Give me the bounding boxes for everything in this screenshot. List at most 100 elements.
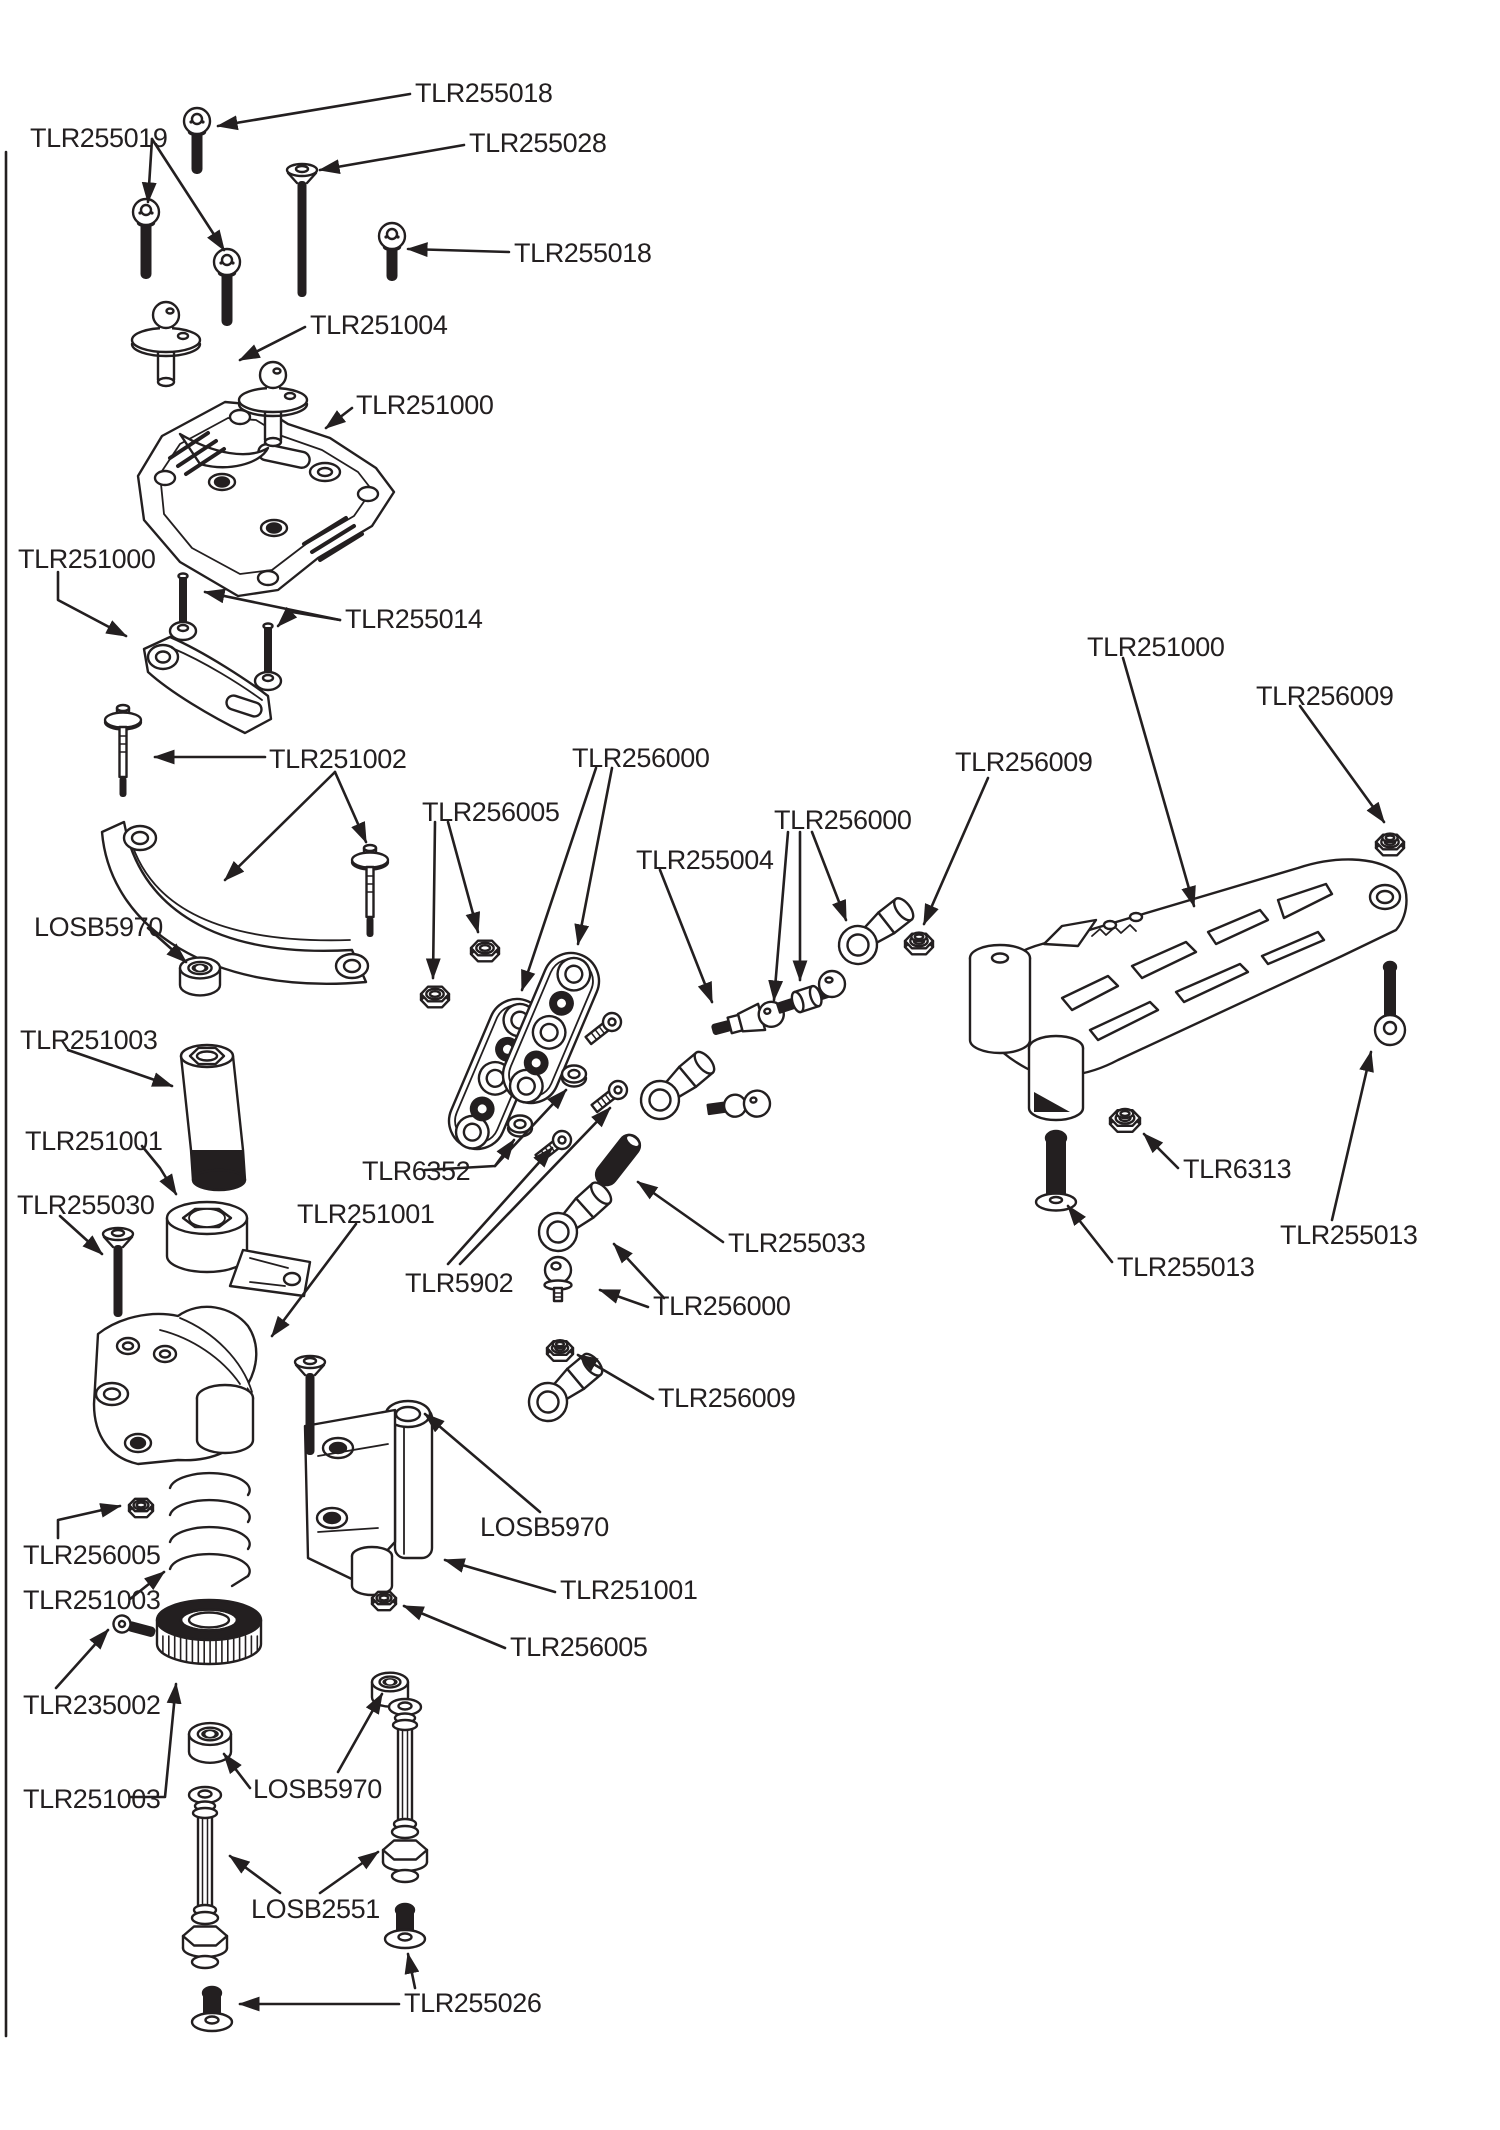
leader-arrow	[612, 1242, 666, 1300]
leader-arrow	[128, 1682, 182, 1799]
lock-nut-drawing	[1108, 1107, 1142, 1134]
part-label: LOSB5970	[34, 912, 163, 942]
button-head-screw-drawing	[377, 221, 407, 281]
part-label: TLR256005	[510, 1632, 648, 1662]
flat-head-screw-drawing	[293, 1354, 327, 1455]
spring-pin-drawing	[594, 1133, 642, 1187]
steering-post-bracket-drawing	[303, 1399, 434, 1597]
button-screw-small-drawing	[534, 1129, 573, 1164]
button-head-screw-drawing	[182, 106, 212, 174]
lock-nut-drawing	[1374, 832, 1406, 857]
leader-arrow	[270, 1222, 358, 1338]
leader-arrow	[576, 1353, 655, 1401]
leader-arrow	[574, 766, 614, 946]
part-label: TLR251000	[1087, 632, 1225, 662]
steering-post-ball-drawing	[130, 300, 202, 388]
leader-arrow	[216, 92, 412, 131]
leader-arrow	[493, 1088, 568, 1168]
button-head-screw-drawing	[212, 247, 242, 326]
washer-head-screw-drawing	[103, 703, 143, 797]
part-label: TLR251001	[25, 1126, 163, 1156]
part-label: TLR251001	[560, 1575, 698, 1605]
lock-nut-drawing	[903, 931, 935, 956]
part-label: TLR256009	[658, 1383, 796, 1413]
leader-arrow	[276, 606, 342, 628]
steering-post-drawing	[179, 1043, 247, 1192]
part-label: TLR255033	[728, 1228, 866, 1258]
rod-end-drawing	[639, 1050, 716, 1121]
leader-arrow	[56, 570, 128, 638]
part-label: TLR256009	[955, 747, 1093, 777]
servo-saver-spring-drawing	[168, 1471, 251, 1588]
part-label: TLR255014	[345, 604, 483, 634]
part-label: TLR235002	[23, 1690, 161, 1720]
bellcrank-plate-drawing	[501, 951, 601, 1105]
leader-arrow	[146, 926, 188, 964]
part-label: TLR255026	[404, 1988, 542, 2018]
part-label: TLR251003	[23, 1585, 161, 1615]
leader-arrow	[66, 1048, 174, 1088]
leader-arrow	[1066, 1204, 1114, 1264]
hinge-pin-screw-drawing	[1034, 1129, 1078, 1212]
steering-bellcrank-drawing	[92, 1305, 258, 1466]
part-label: LOSB5970	[480, 1512, 609, 1542]
leader-arrow	[458, 1106, 612, 1266]
shim-washer-drawing	[506, 1114, 534, 1138]
ball-stud-drawing	[543, 1255, 573, 1303]
part-label: TLR6352	[362, 1156, 471, 1186]
leader-arrow	[658, 868, 714, 1004]
part-label: TLR255028	[469, 128, 607, 158]
steering-post-ball-drawing	[237, 360, 309, 448]
leader-arrow	[228, 1854, 282, 1895]
leader-arrow	[318, 1850, 380, 1895]
leader-arrow	[446, 1146, 554, 1266]
leader-arrow	[402, 1604, 507, 1650]
leader-arrow	[318, 143, 466, 174]
shock-adjuster-nut-drawing	[155, 1598, 263, 1666]
link-post-drawing	[381, 1697, 429, 1884]
leader-arrow	[425, 820, 441, 980]
leader-arrow	[140, 1144, 178, 1196]
leader-arrow	[238, 325, 307, 362]
leader-arrow	[56, 1503, 122, 1540]
leader-arrow	[58, 1214, 104, 1256]
part-label: TLR255013	[1280, 1220, 1418, 1250]
leader-arrow	[423, 1412, 542, 1514]
part-label: TLR251003	[23, 1784, 161, 1814]
leader-arrow	[443, 1558, 557, 1594]
steering-top-plate-drawing	[136, 400, 396, 598]
part-label: TLR256009	[1256, 681, 1394, 711]
leader-arrow	[520, 766, 598, 992]
leader-arrow	[324, 406, 354, 430]
leader-arrow	[222, 1752, 252, 1790]
leader-arrow	[406, 242, 511, 258]
leader-arrow	[128, 1570, 166, 1601]
part-label: TLR255019	[30, 123, 168, 153]
hardware-parts-layer	[101, 106, 1407, 2033]
part-label: TLR256000	[572, 743, 710, 773]
leader-arrow	[223, 770, 337, 882]
part-label: LOSB2551	[251, 1894, 380, 1924]
servo-saver-nut-drawing	[165, 1200, 312, 1298]
leader-arrow	[810, 830, 848, 922]
button-screw-small-drawing	[584, 1011, 623, 1046]
part-label: TLR256005	[23, 1540, 161, 1570]
lock-nut-drawing	[469, 939, 501, 963]
leader-arrow	[446, 820, 481, 934]
leader-arrow	[141, 137, 157, 204]
adjuster-set-screw-drawing	[112, 1614, 156, 1637]
lock-nut-drawing	[370, 1590, 398, 1612]
part-label: TLR251003	[20, 1025, 158, 1055]
button-head-screw-drawing	[131, 197, 161, 279]
black-stud-screw-drawing	[190, 1985, 234, 2033]
leader-arrow	[598, 1288, 650, 1309]
front-suspension-arm-drawing	[968, 858, 1408, 1122]
part-label: TLR255018	[415, 78, 553, 108]
pivot-ball-drawing	[817, 969, 847, 999]
leader-arrow	[636, 1180, 725, 1244]
cone-ball-stud-drawing	[711, 1000, 785, 1035]
washer-head-screw-drawing	[350, 843, 390, 937]
leader-arrow	[1142, 1132, 1180, 1170]
rod-end-drawing	[537, 1181, 613, 1253]
